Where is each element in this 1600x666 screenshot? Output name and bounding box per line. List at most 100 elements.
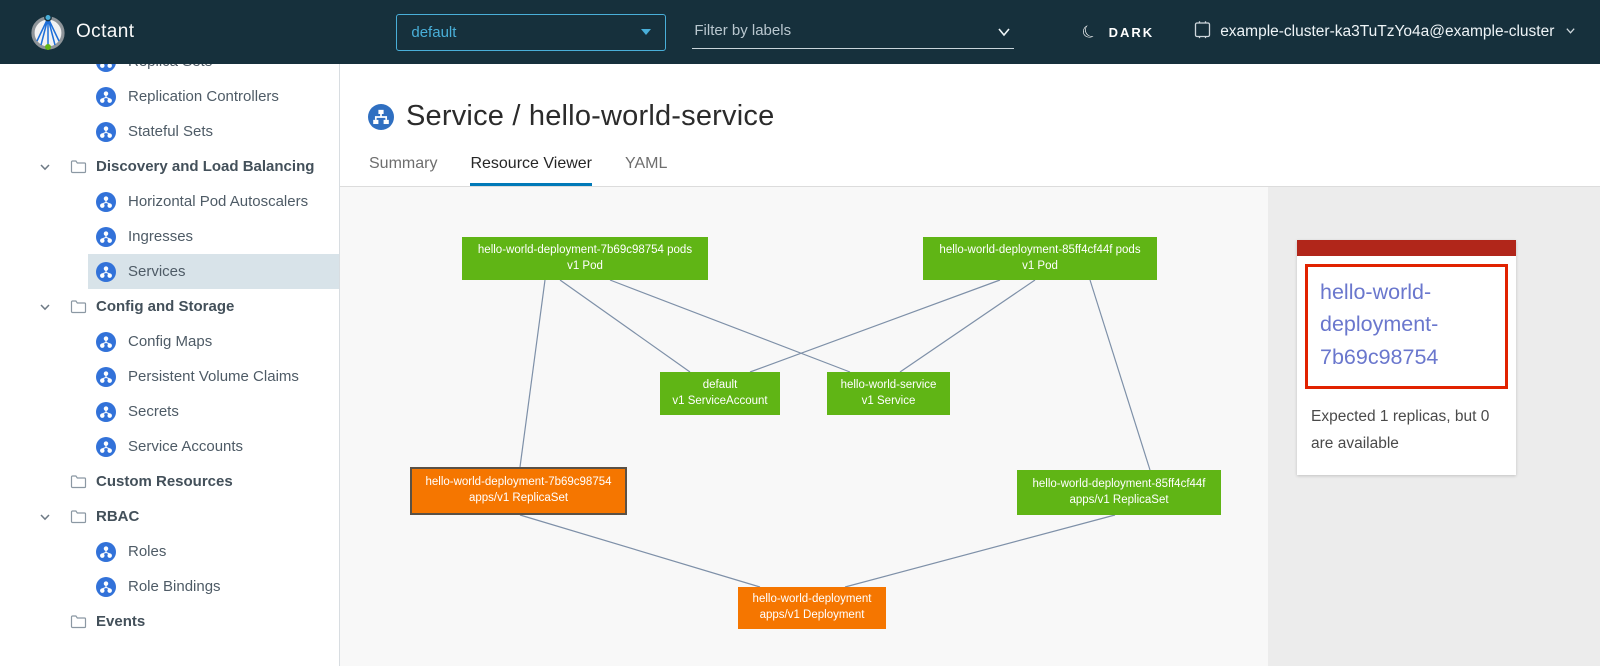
graph-node-sa[interactable]: default v1 ServiceAccount — [660, 372, 780, 415]
selected-node-title-box: hello-world-deployment-7b69c98754 — [1305, 264, 1508, 389]
detail-panel: hello-world-deployment-7b69c98754 Expect… — [1268, 187, 1600, 666]
sidebar-item-horizontal-pod-autoscalers[interactable]: Horizontal Pod Autoscalers — [0, 184, 339, 219]
graph-node-rs-7b69[interactable]: hello-world-deployment-7b69c98754 apps/v1… — [410, 467, 627, 515]
sidebar-item-replication-controllers[interactable]: Replication Controllers — [0, 79, 339, 114]
page-title: Service / hello-world-service — [406, 100, 775, 132]
content-header: Service / hello-world-service Summary Res… — [340, 64, 1600, 187]
chevron-down-icon[interactable] — [996, 24, 1012, 45]
namespace-value: default — [411, 23, 457, 41]
sidebar-item-label: Roles — [128, 543, 167, 560]
folder-icon — [70, 509, 88, 524]
hpa-icon — [96, 191, 116, 212]
service-icon — [368, 103, 394, 130]
tab-bar: Summary Resource Viewer YAML — [340, 133, 1600, 187]
sidebar: Replica SetsReplication ControllersState… — [0, 64, 340, 666]
graph-edge-pod-85ff-svc — [899, 279, 1036, 373]
tab-summary[interactable]: Summary — [369, 155, 438, 172]
graph-edge-pod-85ff-sa — [749, 279, 1001, 373]
sidebar-item-label: Replica Sets — [128, 64, 212, 70]
replicationcontroller-icon — [96, 86, 116, 107]
node-name: hello-world-deployment-85ff4cf44f — [1032, 477, 1206, 490]
sidebar-item-services[interactable]: Services — [0, 254, 339, 289]
sidebar-item-label: Custom Resources — [96, 473, 233, 490]
statefulset-icon — [96, 121, 116, 142]
caret-down-icon — [641, 29, 652, 35]
node-kind: apps/v1 ReplicaSet — [468, 492, 569, 504]
configmap-icon — [96, 331, 116, 352]
graph-edge-rs-7b69-deploy — [519, 514, 761, 588]
node-name: hello-world-deployment-85ff4cf44f pods — [939, 243, 1141, 256]
sidebar-item-label: Secrets — [128, 403, 179, 420]
node-kind: apps/v1 Deployment — [759, 609, 865, 621]
sidebar-item-replica-sets[interactable]: Replica Sets — [0, 64, 339, 79]
namespace-selector[interactable]: default — [396, 13, 667, 51]
sidebar-item-label: Services — [128, 263, 186, 280]
tab-resource-viewer[interactable]: Resource Viewer — [470, 155, 592, 186]
sidebar-item-secrets[interactable]: Secrets — [0, 394, 339, 429]
selected-node-title[interactable]: hello-world-deployment-7b69c98754 — [1320, 280, 1439, 369]
graph-edge-pod-7b69-rs-7b69 — [519, 279, 546, 468]
graph-edge-pod-85ff-rs-85ff — [1089, 279, 1151, 471]
sidebar-item-persistent-volume-claims[interactable]: Persistent Volume Claims — [0, 359, 339, 394]
sidebar-item-label: Replication Controllers — [128, 88, 279, 105]
app-header: Octant default ☾ DARK example-cluster-k — [0, 0, 1600, 64]
folder-icon — [70, 614, 88, 629]
node-kind: v1 ServiceAccount — [672, 394, 768, 407]
chevron-down-icon[interactable] — [38, 300, 54, 314]
sidebar-item-rbac[interactable]: RBAC — [0, 499, 339, 534]
chevron-down-icon[interactable] — [38, 510, 54, 524]
node-name: hello-world-deployment-7b69c98754 pods — [477, 243, 693, 256]
sidebar-item-label: Service Accounts — [128, 438, 244, 455]
cluster-selector[interactable]: example-cluster-ka3TuTzYo4a@example-clus… — [1194, 20, 1576, 44]
chevron-down-icon — [1565, 23, 1576, 41]
detail-card: hello-world-deployment-7b69c98754 Expect… — [1297, 240, 1516, 475]
folder-icon — [70, 474, 88, 489]
pvc-icon — [96, 366, 116, 387]
sidebar-item-service-accounts[interactable]: Service Accounts — [0, 429, 339, 464]
graph-edge-rs-85ff-deploy — [844, 514, 1116, 588]
cluster-name: example-cluster-ka3TuTzYo4a@example-clus… — [1220, 23, 1555, 40]
node-kind: v1 Pod — [1022, 259, 1058, 272]
octant-logo-icon — [30, 12, 66, 52]
sidebar-item-config-maps[interactable]: Config Maps — [0, 324, 339, 359]
graph-edge-pod-7b69-svc — [609, 279, 851, 373]
secret-icon — [96, 401, 116, 422]
graph-edges — [519, 279, 1151, 588]
theme-toggle-button[interactable]: ☾ DARK — [1078, 19, 1155, 44]
sidebar-item-label: Discovery and Load Balancing — [96, 158, 315, 175]
sidebar-item-stateful-sets[interactable]: Stateful Sets — [0, 114, 339, 149]
sidebar-item-role-bindings[interactable]: Role Bindings — [0, 569, 339, 604]
sidebar-item-config-and-storage[interactable]: Config and Storage — [0, 289, 339, 324]
node-name: default — [702, 378, 738, 391]
chevron-down-icon[interactable] — [38, 160, 54, 174]
replicaset-icon — [96, 64, 116, 72]
tab-yaml[interactable]: YAML — [625, 155, 668, 172]
sidebar-item-label: Role Bindings — [128, 578, 221, 595]
sidebar-item-custom-resources[interactable]: Custom Resources — [0, 464, 339, 499]
graph-node-pod-85ff[interactable]: hello-world-deployment-85ff4cf44f pods v1… — [923, 237, 1157, 280]
node-name: hello-world-deployment-7b69c98754 — [425, 476, 612, 489]
graph-edge-pod-7b69-sa — [559, 279, 691, 373]
sidebar-item-roles[interactable]: Roles — [0, 534, 339, 569]
sidebar-item-label: Stateful Sets — [128, 123, 214, 140]
role-icon — [96, 541, 116, 562]
sidebar-item-label: Config Maps — [128, 333, 213, 350]
sidebar-item-label: Ingresses — [128, 228, 194, 245]
theme-toggle-label: DARK — [1108, 24, 1155, 40]
service-icon — [96, 261, 116, 282]
filter-input[interactable] — [692, 15, 1015, 49]
sidebar-item-discovery-and-load-balancing[interactable]: Discovery and Load Balancing — [0, 149, 339, 184]
status-accent-bar — [1297, 240, 1516, 256]
cluster-icon — [1194, 20, 1211, 44]
node-kind: v1 Service — [861, 394, 916, 407]
sidebar-item-ingresses[interactable]: Ingresses — [0, 219, 339, 254]
sidebar-item-events[interactable]: Events — [0, 604, 339, 639]
folder-icon — [70, 299, 88, 314]
moon-icon: ☾ — [1078, 19, 1103, 44]
rolebinding-icon — [96, 576, 116, 597]
